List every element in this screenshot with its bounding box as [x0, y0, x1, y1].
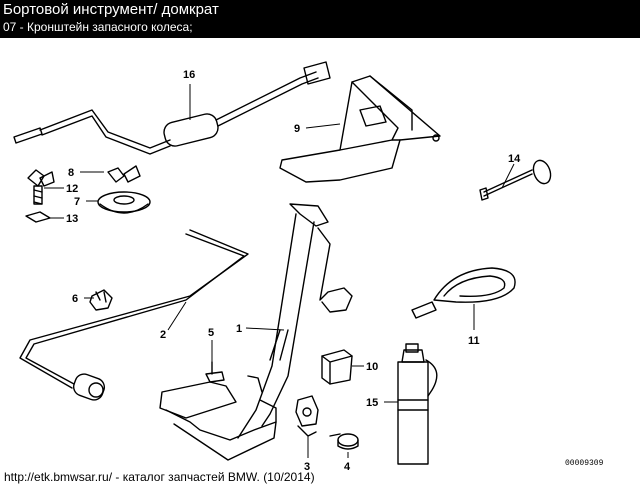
- callout-8: 8: [68, 167, 74, 179]
- parts-diagram: 16 9 8 12 7 13 14 6 2 1 5 10 11 15 3 4: [13, 61, 554, 470]
- part-12-bolt[interactable]: [33, 185, 43, 205]
- part-5-screw[interactable]: [205, 361, 225, 383]
- callout-4: 4: [344, 461, 351, 470]
- callout-9: 9: [294, 123, 300, 135]
- page-title: Бортовой инструмент/ домкрат: [3, 1, 219, 18]
- callout-6: 6: [72, 293, 78, 305]
- callout-7: 7: [74, 196, 80, 208]
- leader-lines: [44, 84, 515, 458]
- callout-14: 14: [508, 153, 521, 165]
- part-6-clip[interactable]: [89, 289, 113, 311]
- page-subtitle: 07 - Кронштейн запасного колеса;: [3, 20, 193, 34]
- part-10-rubber-block[interactable]: [321, 349, 353, 385]
- part-16-crank[interactable]: [13, 61, 331, 155]
- drawing-code: 00009309: [565, 459, 604, 468]
- part-3-nut[interactable]: [295, 395, 319, 437]
- part-9-wheel-chock[interactable]: [279, 75, 441, 183]
- callout-1: 1: [236, 323, 242, 335]
- footer-source: http://etk.bmwsar.ru/ - каталог запчасте…: [4, 470, 315, 484]
- part-8-wing-nut[interactable]: [27, 165, 141, 187]
- callout-16: 16: [183, 69, 195, 81]
- part-4-bolt[interactable]: [329, 433, 359, 450]
- part-2-bracket-rod[interactable]: [19, 229, 249, 402]
- part-11-hose[interactable]: [411, 267, 516, 319]
- callout-15: 15: [366, 397, 378, 409]
- callout-11: 11: [468, 335, 480, 347]
- callout-12: 12: [66, 183, 78, 195]
- callout-2: 2: [160, 329, 166, 341]
- callout-3: 3: [304, 461, 310, 470]
- callout-13: 13: [66, 213, 78, 225]
- part-13-washer[interactable]: [25, 211, 51, 223]
- callout-10: 10: [366, 361, 378, 373]
- part-7-spacer[interactable]: [97, 191, 151, 214]
- part-1-jack[interactable]: [159, 203, 353, 461]
- header-bar: Бортовой инструмент/ домкрат 07 - Кроншт…: [0, 0, 640, 38]
- part-15-bottle[interactable]: [397, 343, 438, 465]
- callout-5: 5: [208, 327, 214, 339]
- part-14-pin[interactable]: [479, 158, 554, 201]
